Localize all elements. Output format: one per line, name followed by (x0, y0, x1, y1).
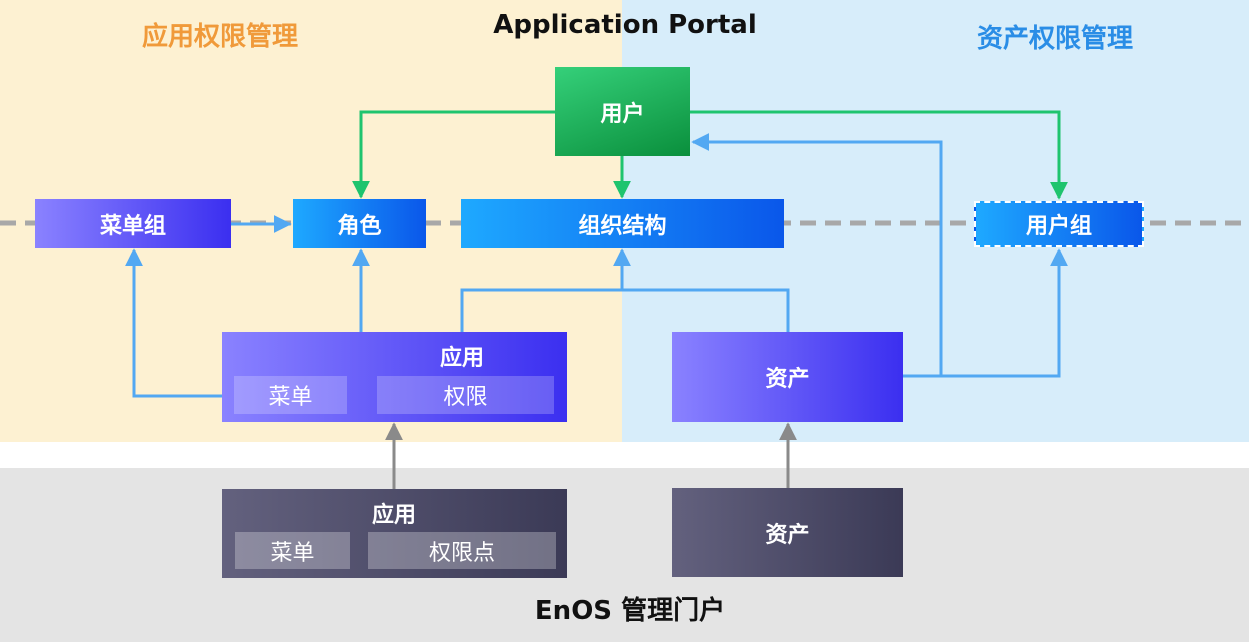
app-to-org-line (460, 288, 790, 332)
app-enos-node: 应用 菜单 权限点 (222, 489, 567, 578)
app-portal-node: 应用 菜单 权限 (222, 332, 567, 422)
asset-enos-node: 资产 (672, 488, 903, 577)
enos-portal-title: EnOS 管理门户 (534, 596, 726, 626)
portal-title: Application Portal (493, 10, 757, 40)
user-group-node: 用户组 (974, 201, 1144, 247)
app-enos-label: 应用 (371, 503, 416, 528)
app-permission-item: 权限 (377, 376, 554, 414)
enos-portal-region (0, 468, 1249, 642)
asset-permission-title: 资产权限管理 (976, 24, 1133, 54)
app-menu-item: 菜单 (234, 376, 347, 414)
role-node: 角色 (293, 199, 426, 248)
org-structure-node: 组织结构 (461, 199, 784, 248)
asset-portal-node: 资产 (672, 332, 903, 422)
user-to-role-line (352, 110, 555, 199)
enos-menu-item: 菜单 (235, 532, 350, 569)
user-node: 用户 (555, 67, 690, 156)
app-permission-title: 应用权限管理 (141, 22, 298, 52)
asset-to-usergroup-line (941, 248, 1068, 378)
enos-permission-point-item: 权限点 (368, 532, 556, 569)
asset-to-user-line (691, 133, 943, 378)
user-to-usergroup-line (690, 110, 1068, 200)
menu-group-node: 菜单组 (35, 199, 231, 248)
menu-to-menugroup-line (125, 248, 234, 398)
app-portal-label: 应用 (439, 346, 484, 371)
